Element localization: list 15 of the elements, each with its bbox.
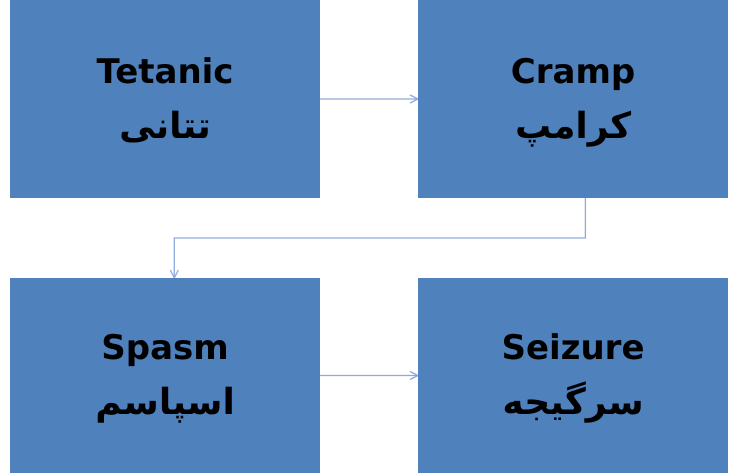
box-title: Tetanic [96,52,234,92]
process-box [418,0,728,198]
box-title: Seizure [501,328,645,368]
arrow [170,198,586,279]
process-box [10,278,320,473]
arrow [320,370,419,380]
arrow [320,94,419,104]
box-subtitle: تتانی [119,106,211,146]
box-subtitle: کرامپ [514,106,632,146]
box-subtitle: سرگیجه [502,382,644,423]
box-subtitle: اسپاسم [95,382,235,423]
box-title: Spasm [101,328,229,368]
box-title: Cramp [510,52,636,92]
process-box [10,0,320,198]
process-box [418,278,728,473]
